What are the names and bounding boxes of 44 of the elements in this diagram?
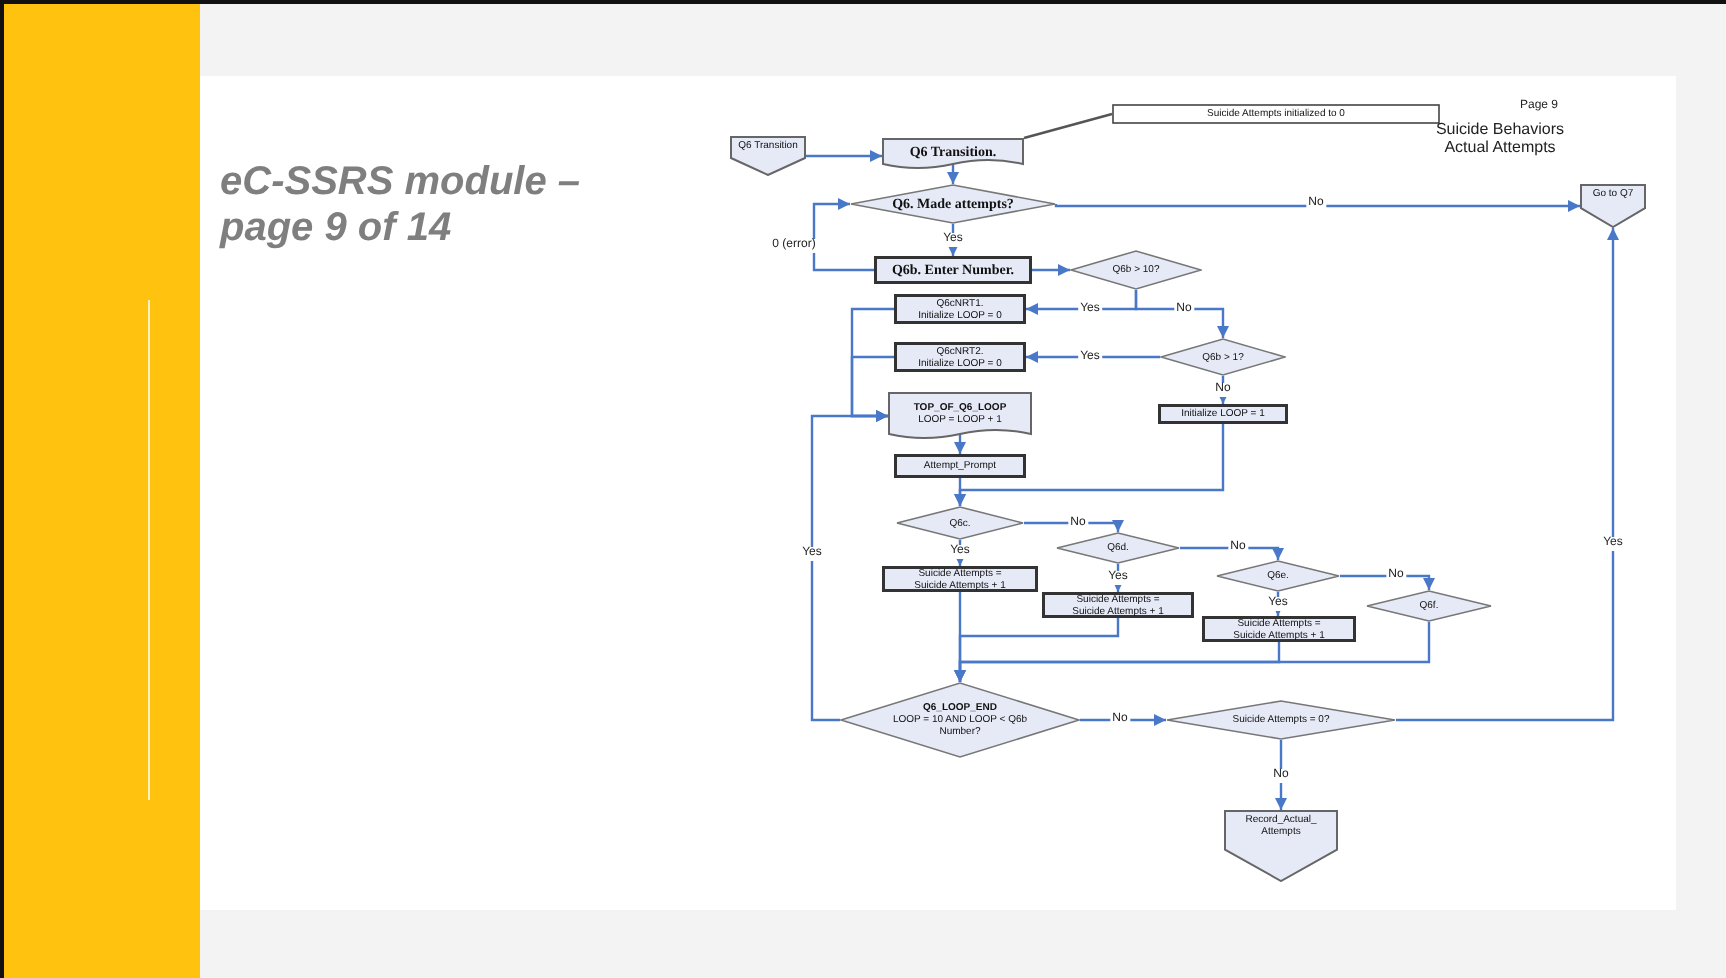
arrow (954, 434, 966, 454)
arrow (1054, 200, 1580, 212)
off-page-connector (730, 136, 806, 176)
arrow (810, 410, 888, 722)
arrow (1026, 351, 1160, 363)
arrow (954, 622, 1431, 682)
process-box (874, 256, 1032, 284)
slide-title: eC-SSRS module – page 9 of 14 (220, 160, 583, 252)
arrow (954, 478, 966, 506)
decision-diamond (1166, 700, 1396, 740)
decision-diamond (1216, 560, 1340, 592)
arrow (947, 164, 959, 184)
decision-diamond (1366, 590, 1492, 622)
arrow (1024, 520, 1124, 532)
arrow (1275, 740, 1287, 810)
note-box (1112, 104, 1440, 124)
arrow (1134, 290, 1229, 338)
off-page-connector (1224, 810, 1338, 882)
process-box (894, 294, 1026, 324)
process-box (882, 566, 1038, 592)
process-box (1042, 592, 1194, 618)
process-box (1158, 404, 1288, 424)
decision-diamond (896, 506, 1024, 540)
decision-diamond (1056, 532, 1180, 564)
arrow (1080, 714, 1166, 726)
leader-line (1023, 112, 1113, 140)
arrow (1180, 546, 1284, 560)
document-box (888, 392, 1032, 440)
decision-diamond (1160, 338, 1286, 376)
arrow (1396, 228, 1619, 722)
process-box (1202, 616, 1356, 642)
arrow (806, 150, 882, 162)
arrow (1032, 264, 1070, 276)
arrow (954, 540, 966, 566)
arrow (1217, 376, 1229, 404)
decision-diamond (840, 682, 1080, 758)
off-page-connector (1580, 184, 1646, 228)
process-box (894, 342, 1026, 372)
arrow (812, 198, 874, 272)
decision-diamond (850, 184, 1056, 224)
decision-diamond (1070, 250, 1202, 290)
arrow (947, 224, 959, 256)
process-box (894, 454, 1026, 478)
page-heading: Suicide Behaviors Actual Attempts (1433, 120, 1567, 156)
